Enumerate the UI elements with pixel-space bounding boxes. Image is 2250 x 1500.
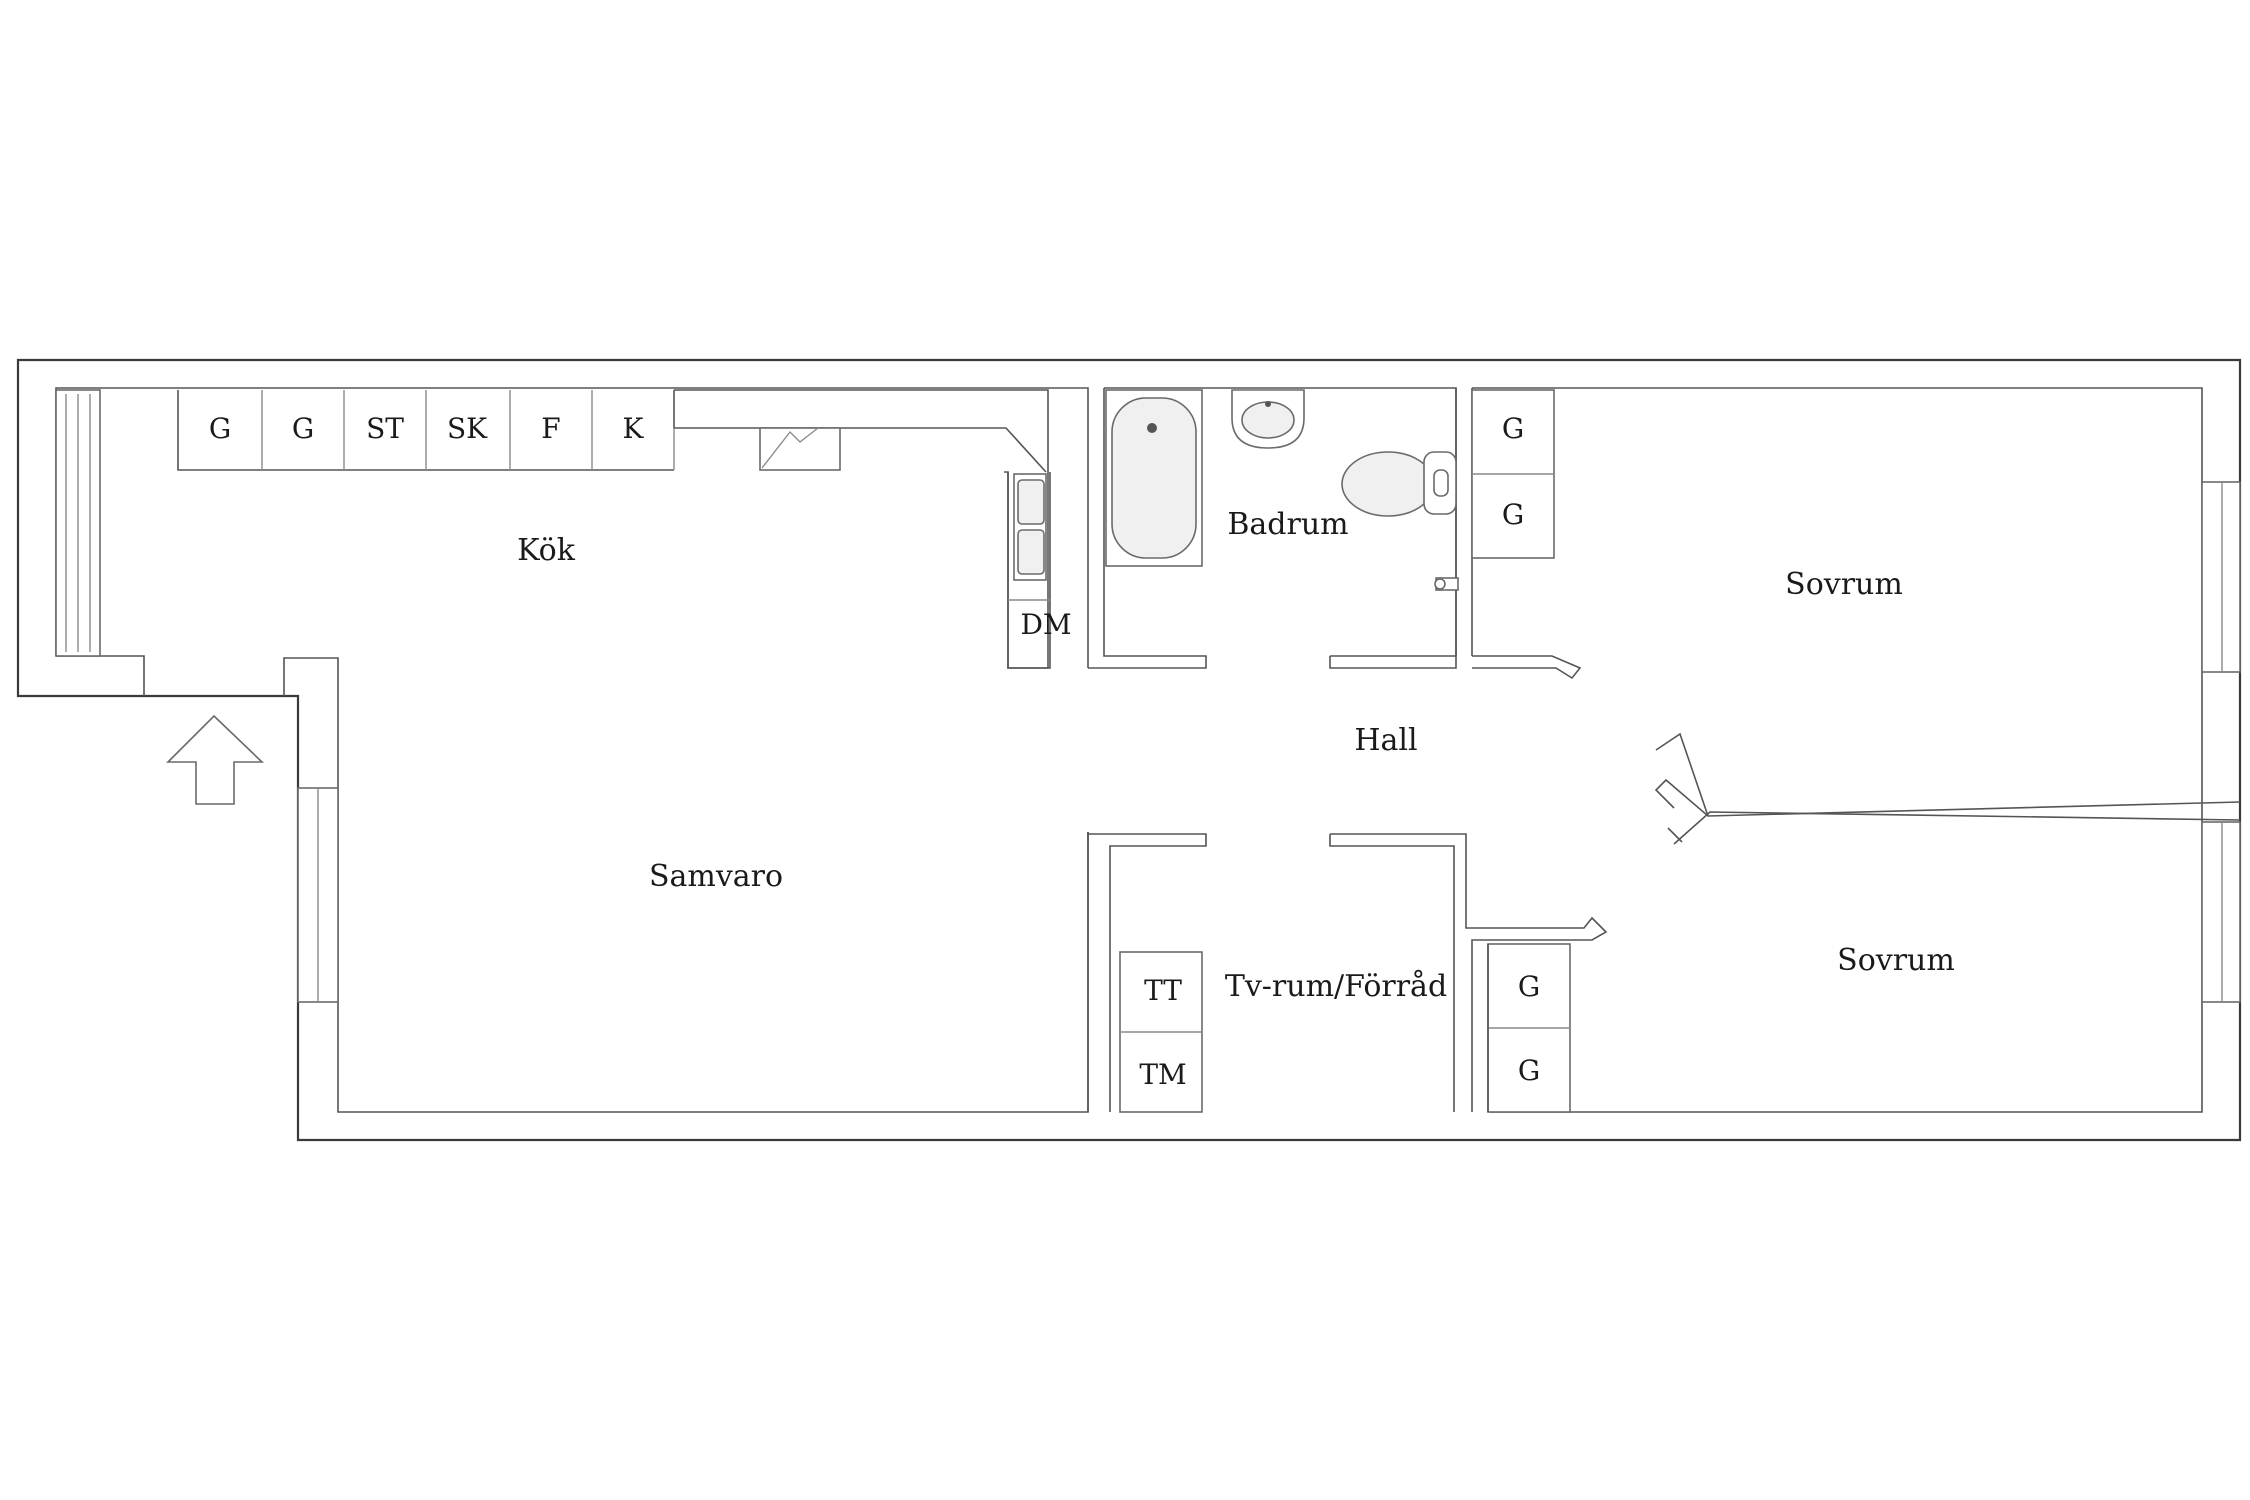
room-label-bedroom-2: Sovrum	[1837, 943, 1955, 978]
bedroom-1-wall	[1472, 655, 2241, 845]
outer-walls	[16, 358, 2242, 1142]
cabinet-label: SK	[447, 412, 488, 445]
wardrobe-label: G	[1502, 412, 1524, 445]
bathtub-icon	[1105, 389, 1203, 567]
radiator-icon	[55, 389, 101, 657]
stove-hood-icon	[759, 427, 841, 471]
room-label-tv-storage: Tv-rum/Förråd	[1225, 969, 1447, 1004]
kitchen-cabinet-labels: G G ST SK F K	[209, 412, 645, 445]
bedroom-1-wardrobe	[1471, 389, 1555, 559]
room-label-bathroom: Badrum	[1227, 507, 1348, 542]
washer-label: TM	[1139, 1058, 1186, 1091]
room-label-hall: Hall	[1354, 723, 1417, 758]
toilet-icon	[1341, 451, 1457, 517]
sink-icon	[1231, 389, 1305, 449]
laundry-units	[1119, 951, 1203, 1113]
floor-drain-icon	[1434, 577, 1459, 591]
window-icon-right-bottom	[2201, 821, 2241, 1003]
tv-room-walls	[1087, 832, 1608, 1112]
room-label-living: Samvaro	[649, 859, 783, 894]
dryer-label: TT	[1144, 974, 1182, 1007]
wardrobe-label: G	[1502, 498, 1524, 531]
cabinet-label: G	[209, 412, 231, 445]
cabinet-label: ST	[366, 412, 404, 445]
bedroom-2-wardrobe	[1487, 943, 1571, 1113]
kitchen-counter	[177, 389, 1051, 669]
cabinet-label: K	[623, 412, 645, 445]
window-icon	[297, 787, 339, 1003]
cabinet-label: G	[292, 412, 314, 445]
dishwasher-label: DM	[1020, 608, 1071, 641]
wardrobe-label: G	[1518, 1054, 1540, 1087]
room-label-bedroom-1: Sovrum	[1785, 567, 1903, 602]
window-icon-right-top	[2201, 481, 2241, 673]
room-label-kitchen: Kök	[517, 533, 576, 568]
entrance-arrow-icon	[166, 714, 264, 805]
kitchen-sink-icon	[1013, 473, 1047, 581]
cabinet-label: F	[541, 412, 560, 445]
wardrobe-label: G	[1518, 970, 1540, 1003]
